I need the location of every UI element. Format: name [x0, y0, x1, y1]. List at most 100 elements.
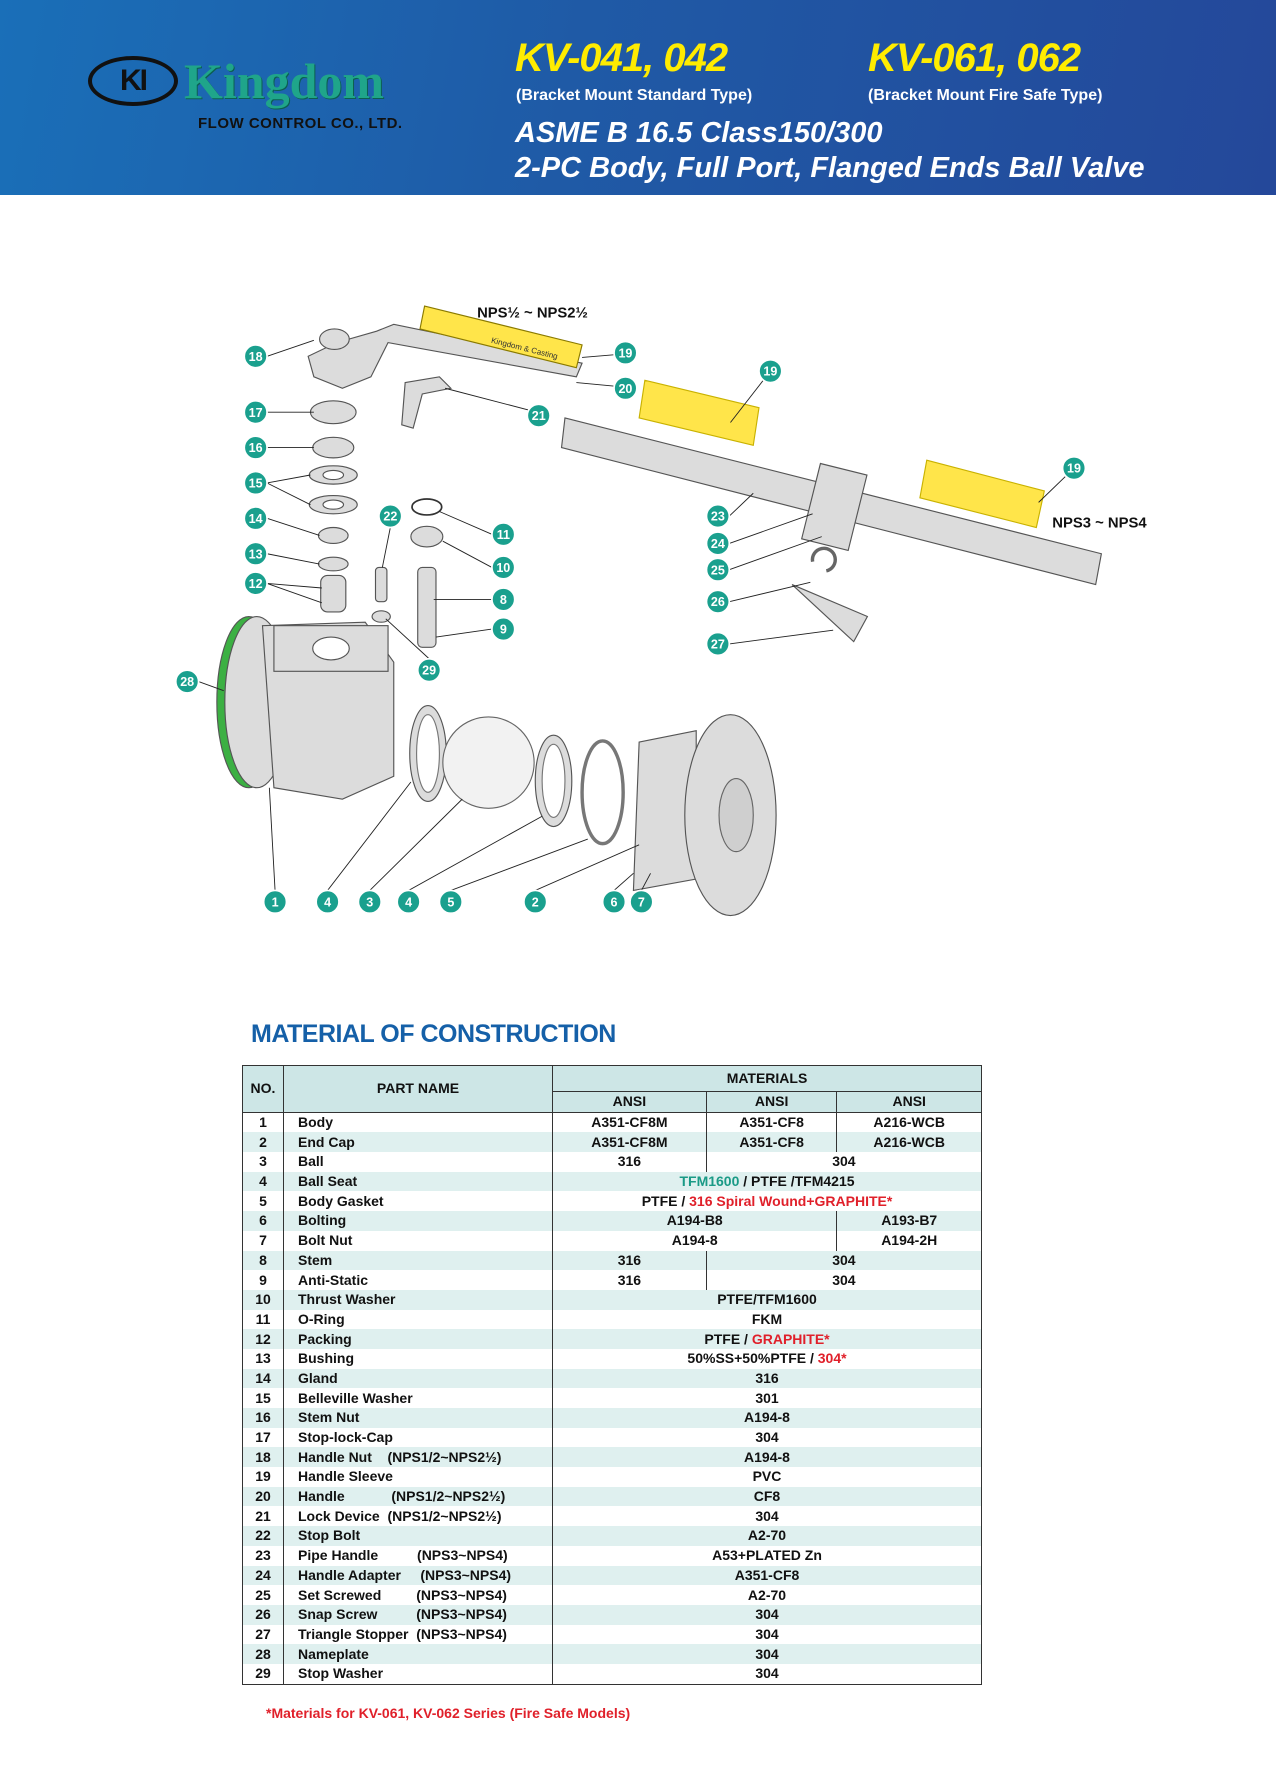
callout-number: 19 [618, 346, 632, 360]
part-name: Bolting [283, 1211, 553, 1231]
callout-badge [243, 399, 268, 425]
part-name: Set Screwed (NPS3~NPS4) [283, 1585, 553, 1605]
part-name: Lock Device (NPS1/2~NPS2½) [283, 1506, 553, 1527]
part-name: Anti-Static [283, 1270, 553, 1290]
spec-standard: ASME B 16.5 Class150/300 [515, 117, 883, 149]
part-number: 11 [242, 1309, 284, 1330]
material-text: 316 Spiral Wound+GRAPHITE* [689, 1192, 893, 1209]
callout-number: 8 [500, 593, 507, 607]
label-large-size: NPS3 ~ NPS4 [1052, 515, 1147, 531]
callout-badge [491, 522, 516, 547]
part-name: Nameplate [283, 1644, 553, 1664]
part-name: Handle (NPS1/2~NPS2½) [283, 1486, 553, 1507]
callout-number: 19 [763, 365, 777, 379]
callout-badge [243, 435, 268, 460]
part-number: 10 [242, 1289, 284, 1310]
material-cell: 304 [552, 1663, 982, 1685]
part-name: Belleville Washer [283, 1388, 553, 1408]
label-small-size: NPS½ ~ NPS2½ [477, 305, 588, 321]
material-text: A2-70 [747, 1586, 787, 1603]
callout-number: 4 [324, 895, 331, 909]
material-text: PTFE / [641, 1192, 690, 1209]
callout-badge [705, 557, 731, 582]
callout-badge [491, 555, 516, 580]
model-standard-type: (Bracket Mount Standard Type) [516, 87, 753, 104]
material-cell: A216-WCB [836, 1112, 982, 1133]
header-part-name: PART NAME [283, 1065, 553, 1113]
material-cell: PTFE / GRAPHITE* [552, 1329, 982, 1349]
material-text: A216-WCB [873, 1114, 945, 1131]
handle-small: Kingdom & Casting [307, 305, 583, 429]
material-cell: A194-8 [552, 1447, 982, 1468]
callout-leaders [198, 339, 1075, 891]
header-materials: MATERIALS [552, 1065, 982, 1092]
part-number: 5 [242, 1191, 284, 1212]
callout-badge [705, 503, 731, 529]
part-name: Bushing [283, 1348, 553, 1369]
part-name: Handle Sleeve [283, 1467, 553, 1487]
material-text: 304 [755, 1645, 779, 1662]
callout-number: 1 [272, 895, 279, 909]
material-text: TFM1600 [679, 1173, 740, 1190]
callout-badge [705, 631, 731, 657]
material-text: A216-WCB [873, 1133, 945, 1150]
callout-badge [396, 889, 421, 915]
material-cell: FKM [552, 1309, 982, 1330]
material-cell: 304 [706, 1270, 983, 1290]
material-text: A2-70 [747, 1527, 787, 1544]
part-number: 19 [242, 1467, 284, 1487]
part-name: Stop Bolt [283, 1526, 553, 1546]
part-name: O-Ring [283, 1309, 553, 1330]
callout-badge [243, 506, 268, 531]
material-text: 304 [755, 1625, 779, 1642]
material-cell: 50%SS+50%PTFE / 304* [552, 1348, 982, 1369]
part-number: 1 [242, 1112, 284, 1133]
material-text: A351-CF8 [739, 1114, 804, 1131]
callout-badge [315, 889, 340, 915]
material-cell: 304 [552, 1624, 982, 1645]
part-number: 4 [242, 1171, 284, 1192]
callout-badge [491, 587, 516, 612]
material-cell: CF8 [552, 1486, 982, 1507]
callout-number: 29 [422, 664, 436, 678]
material-text: PVC [752, 1468, 782, 1485]
callout-number: 4 [405, 895, 412, 909]
materials-table: NO. PART NAME MATERIALS ANSI ANSI ANSI 1… [242, 1065, 983, 1685]
material-cell: A194-2H [836, 1230, 982, 1251]
callout-badge [174, 669, 200, 694]
callout-number: 15 [249, 477, 263, 491]
callout-badge [629, 889, 654, 915]
part-name: Triangle Stopper (NPS3~NPS4) [283, 1624, 553, 1645]
part-name: Gland [283, 1368, 553, 1389]
material-text: 304 [755, 1665, 779, 1682]
model-fire-safe: KV-061, 062 [868, 36, 1081, 80]
part-number: 18 [242, 1447, 284, 1468]
part-name: Stem Nut [283, 1408, 553, 1428]
part-name: Body [283, 1112, 553, 1133]
callout-number: 27 [711, 637, 725, 651]
callout-number: 7 [638, 895, 645, 909]
callout-number: 21 [532, 409, 546, 423]
callout-number: 5 [447, 895, 454, 909]
material-cell: 304 [552, 1427, 982, 1448]
material-text: A351-CF8M [591, 1133, 668, 1150]
callout-number: 14 [249, 512, 263, 526]
callout-badge [613, 340, 638, 366]
part-number: 24 [242, 1565, 284, 1586]
callout-badge [491, 616, 516, 642]
part-number: 12 [242, 1329, 284, 1349]
material-text: A193-B7 [881, 1212, 938, 1229]
material-text: A194-2H [881, 1232, 938, 1249]
part-number: 2 [242, 1132, 284, 1153]
